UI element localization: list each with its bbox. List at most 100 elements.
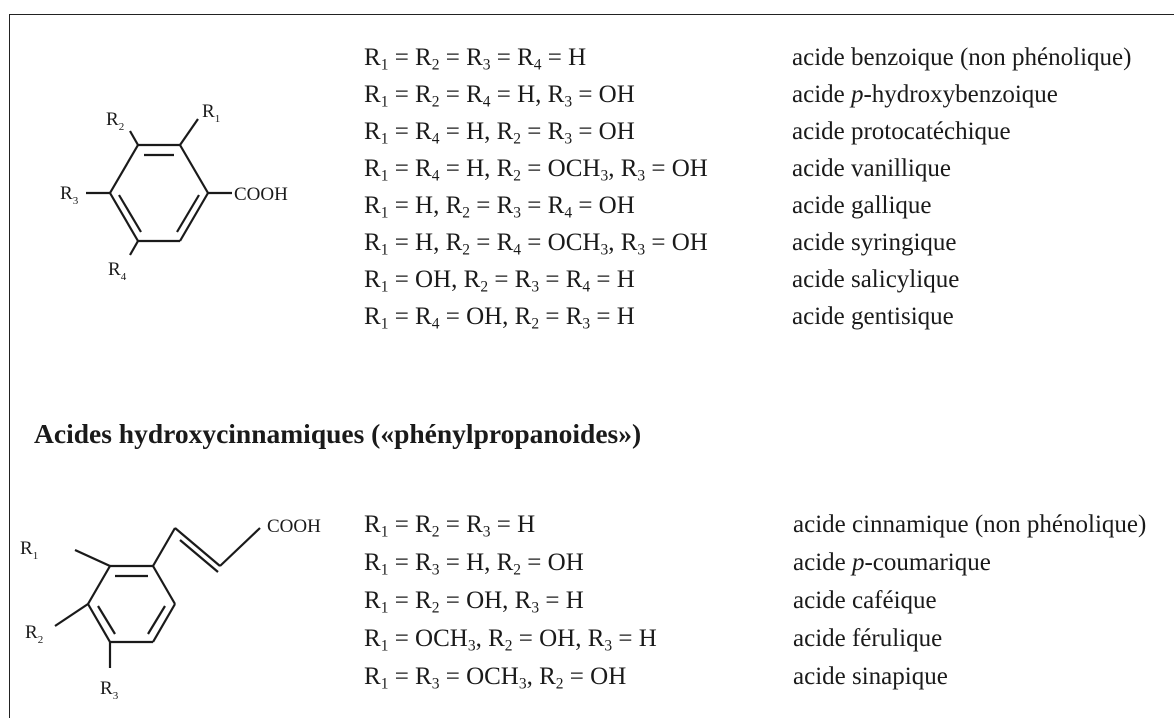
text-run: = H	[590, 303, 635, 330]
formula-row: R1 = OH, R2 = R3 = R4 = H	[364, 265, 635, 295]
text-run: acide cinnamique (non phénolique)	[793, 511, 1147, 538]
text-run: = OCH	[521, 155, 601, 182]
text-run: = R	[388, 663, 432, 690]
text-run: = H, R	[490, 81, 565, 108]
compound-name: acide cinnamique (non phénolique)	[793, 510, 1146, 540]
text-run: = R	[470, 229, 514, 256]
text-run: = H, R	[388, 229, 463, 256]
ring-double-bond	[176, 194, 200, 233]
subscript: 3	[564, 130, 573, 148]
text-run: = R	[388, 303, 432, 330]
benzoic-ring-bonds	[86, 118, 232, 256]
text-run: = R	[388, 155, 432, 182]
text-run: = OH	[572, 81, 635, 108]
text-run: acide caféique	[793, 587, 937, 614]
text-run: = R	[388, 81, 432, 108]
substituent-label-r3: R3	[60, 183, 79, 207]
compound-name: acide gallique	[792, 191, 932, 221]
substituent-label-r2: R2	[106, 109, 124, 133]
compound-name: acide férulique	[793, 624, 942, 654]
text-run: acide férulique	[793, 625, 943, 652]
subscript: 4	[513, 241, 522, 259]
text-run: = R	[488, 266, 532, 293]
text-run: R	[364, 511, 381, 538]
formula-row: R1 = R4 = H, R2 = OCH3, R3 = OH	[364, 154, 708, 184]
formula-row: R1 = R2 = OH, R3 = H	[364, 586, 584, 616]
text-run: R	[364, 587, 381, 614]
formula-row: R1 = R3 = H, R2 = OH	[364, 548, 584, 578]
formula-row: R1 = R4 = H, R2 = R3 = OH	[364, 117, 635, 147]
carboxyl-group-label: COOH	[234, 184, 288, 205]
text-run: R	[364, 625, 381, 652]
text-run: R	[364, 81, 381, 108]
subscript: 3	[600, 241, 609, 259]
subscript: 2	[513, 167, 522, 185]
subscript: 3	[604, 637, 613, 655]
text-run: acide vanillique	[792, 155, 951, 182]
italic-text: p	[850, 81, 864, 108]
text-run: R	[364, 229, 381, 256]
text-run: = R	[539, 303, 583, 330]
subscript: 1	[380, 637, 389, 655]
subscript: 4	[582, 278, 591, 296]
substituent-label-r3: R3	[100, 678, 119, 702]
substituent-label-r4: R4	[108, 259, 127, 283]
formula-row: R1 = H, R2 = R4 = OCH3, R3 = OH	[364, 228, 708, 258]
text-run: = H, R	[439, 118, 514, 145]
text-run: = H, R	[388, 192, 463, 219]
text-run: = OH	[645, 155, 708, 182]
text-run: = R	[470, 192, 514, 219]
text-run: = H	[541, 44, 587, 71]
ring-bond	[179, 192, 209, 242]
cinnamic-ring-svg: COOH R1 R2 R3	[20, 516, 321, 702]
subscript: 3	[531, 599, 540, 617]
text-run: R	[364, 192, 381, 219]
text-run: = OH, R	[439, 303, 532, 330]
chain-double-bond	[179, 539, 219, 573]
text-run: = R	[439, 511, 483, 538]
compound-name: acide benzoique (non phénolique)	[792, 43, 1131, 73]
ring-bond	[109, 144, 139, 194]
text-run: = OH, R	[388, 266, 481, 293]
ring-double-bond	[97, 605, 116, 635]
text-run: = H	[539, 587, 584, 614]
text-run: = R	[539, 266, 583, 293]
text-run: = OH	[572, 118, 635, 145]
subscript: 3	[531, 278, 540, 296]
compound-name: acide gentisique	[792, 302, 954, 332]
subscript: 2	[513, 561, 522, 579]
text-run: R	[364, 303, 381, 330]
compound-name: acide sinapique	[793, 662, 948, 692]
subscript: 2	[531, 315, 540, 333]
compound-name: acide p-coumarique	[793, 548, 991, 578]
text-run: = R	[521, 192, 565, 219]
text-run: = H, R	[439, 155, 514, 182]
text-run: R	[364, 663, 381, 690]
subscript: 2	[555, 675, 564, 693]
compound-name: acide p-hydroxybenzoique	[792, 80, 1058, 110]
text-run: = R	[388, 511, 432, 538]
r4-bond	[129, 240, 139, 256]
text-run: acide gallique	[792, 192, 932, 219]
text-run: acide salicylique	[792, 266, 960, 293]
subscript: 2	[462, 241, 471, 259]
r1-bond	[179, 118, 199, 146]
formula-row: R1 = H, R2 = R3 = R4 = OH	[364, 191, 635, 221]
text-run: = OH, R	[439, 587, 532, 614]
text-run: acide protocatéchique	[792, 118, 1011, 145]
cinnamic-acid-structure: COOH R1 R2 R3	[15, 498, 345, 718]
subscript: 3	[637, 167, 646, 185]
ring-double-bond	[118, 194, 142, 233]
subscript: 2	[513, 130, 522, 148]
compound-name: acide vanillique	[792, 154, 951, 184]
subscript: 1	[380, 167, 389, 185]
compound-name: acide protocatéchique	[792, 117, 1011, 147]
text-run: R	[364, 118, 381, 145]
figure-frame	[9, 14, 1174, 718]
subscript: 1	[380, 204, 389, 222]
subscript: 1	[380, 56, 389, 74]
text-run: acide gentisique	[792, 303, 954, 330]
subscript: 2	[504, 637, 513, 655]
r2-bond	[54, 603, 89, 627]
text-run: = H	[590, 266, 635, 293]
